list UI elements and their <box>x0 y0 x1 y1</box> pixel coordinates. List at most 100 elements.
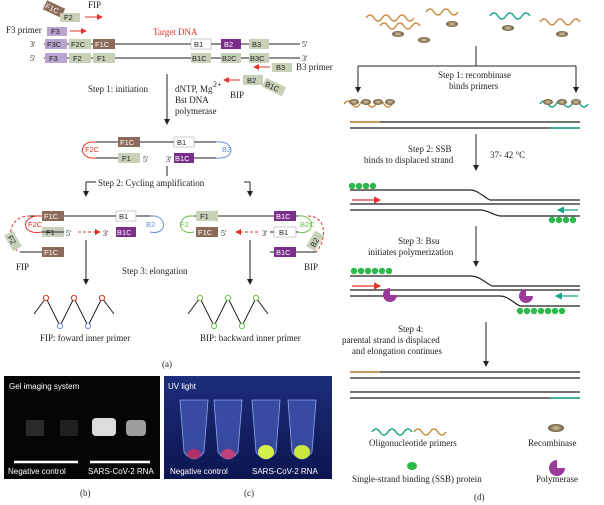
left-b1c: B1C <box>117 228 132 237</box>
temp-label: 37- 42 °C <box>490 150 525 160</box>
dumbbell-f1c: F1C <box>120 138 135 147</box>
b2-box: B2 <box>224 40 233 49</box>
enzyme-line2: Bst DNA <box>175 95 209 105</box>
legend-recombinase-icon <box>548 424 564 432</box>
left-f2: F2 <box>6 234 18 246</box>
bip-definition: BIP: backward inner primer <box>200 333 301 343</box>
rpa-step2-line1: Step 2: SSB <box>408 144 452 154</box>
template-bottom-strand: 5' F3 F2 F1 B1C B2C B3C 3' <box>30 53 308 63</box>
bip-loop-structure: F1 B1C F2 B2C F1C 5' 3' B1 B2 B1C BIP <box>180 211 324 272</box>
f3-box-label: F3 <box>51 27 60 36</box>
polymerization-strand <box>350 267 580 315</box>
f2c-box: F2C <box>71 40 86 49</box>
uv-tubes <box>179 399 317 460</box>
right-f2: F2 <box>180 220 189 229</box>
f3-primer-label: F3 primer <box>6 25 42 35</box>
right-b1: B1 <box>279 228 288 237</box>
b1c-bottom-box: B1C <box>192 54 207 63</box>
panel-a: F1C F2 FIP F3 primer F3 Target DNA 3' F3… <box>4 0 333 369</box>
rpa-step1-line1: Step 1: recombinase <box>438 70 511 80</box>
dumbbell-b2: B2 <box>222 145 231 154</box>
left-fip-label: FIP <box>16 262 29 272</box>
free-primers <box>365 8 581 43</box>
uv-negative-label: Negative control <box>170 467 228 476</box>
f1-bottom-box: F1 <box>97 54 106 63</box>
rpa-products <box>350 371 580 399</box>
legend-polymerase-label: Polymerase <box>536 474 578 484</box>
left-f2c: F2C <box>28 220 43 229</box>
step1-label: Step 1: initiation <box>88 84 148 94</box>
enzyme-line3: polymerase <box>175 106 216 116</box>
right-f1c: F1C <box>198 228 213 237</box>
fip-f2-label: F2 <box>64 13 73 22</box>
panel-b: Gel imaging system Negative control SARS… <box>4 376 160 498</box>
fip-definition: FIP: foward inner primer <box>40 333 130 343</box>
rpa-step1-line2: binds primers <box>449 81 499 91</box>
zigzag-right <box>187 294 269 330</box>
rpa-step4-line1: Step 4: <box>398 324 423 334</box>
ssb-strand <box>348 182 580 224</box>
fip-label: FIP <box>88 0 101 10</box>
top-3prime: 3' <box>30 40 36 49</box>
right-5prime: 5' <box>221 229 227 238</box>
left-3prime: 3' <box>103 229 109 238</box>
f3c-box: F3C <box>47 40 62 49</box>
dumbbell-structure: F1C B1 F2C B2 F1 5' 3' B1C <box>82 136 232 164</box>
fip-loop-structure: F1C B1 F2C F1 5' 3' B1C B2 F2 F1C FIP <box>4 210 164 272</box>
uv-title: UV light <box>168 382 197 391</box>
b3-primer-label: B3 primer <box>296 62 333 72</box>
top-5prime: 5' <box>302 40 308 49</box>
legend-polymerase-icon <box>549 460 565 476</box>
bottom-3prime: 3' <box>302 54 308 63</box>
step3-label: Step 3: elongation <box>122 266 188 276</box>
rpa-step4-line2: parental strand is displaced <box>342 335 440 345</box>
panel-b-caption: (b) <box>80 488 91 498</box>
rpa-step3-line1: Step 3: Bsu <box>398 236 440 246</box>
right-f1: F1 <box>200 212 209 221</box>
left-f1c: F1C <box>44 212 59 221</box>
b2c-bottom-box: B2C <box>222 54 237 63</box>
f2-bottom-box: F2 <box>73 54 82 63</box>
panel-d: Step 1: recombinase binds primers Step 2… <box>342 8 589 502</box>
panel-d-caption: (d) <box>474 492 485 502</box>
dumbbell-f1: F1 <box>122 154 131 163</box>
legend-recombinase-label: Recombinase <box>528 438 577 448</box>
enzyme-line1: dNTP, Mg <box>175 84 213 94</box>
legend-primer-green-icon <box>371 428 413 436</box>
fip-primer: F1C F2 FIP <box>42 0 103 22</box>
left-b2: B2 <box>146 220 155 229</box>
left-f1c-2: F1C <box>44 248 59 257</box>
legend-primers-label: Oligonucleotide primers <box>369 438 457 448</box>
dumbbell-b1: B1 <box>177 138 186 147</box>
step2-label: Step 2: Cycling amplification <box>98 178 205 188</box>
left-5prime: 5' <box>66 229 72 238</box>
panel-c: UV light Negative control SARS-CoV-2 RNA… <box>164 376 332 498</box>
dumbbell-5prime: 5' <box>143 155 149 164</box>
gel-title: Gel imaging system <box>9 382 80 391</box>
dumbbell-b1c: B1C <box>175 154 190 163</box>
rpa-step2-line2: binds to displaced strand <box>364 155 454 165</box>
legend-ssb-icon <box>407 462 417 470</box>
right-b1c: B1C <box>276 212 291 221</box>
uv-positive-label: SARS-CoV-2 RNA <box>252 467 318 476</box>
b1-box: B1 <box>194 40 203 49</box>
dumbbell-3prime: 3' <box>166 155 172 164</box>
legend-ssb-label: Single-strand binding (SSB) protein <box>352 474 482 484</box>
template-top-strand: 3' F3C F2C F1C B1 B2 B3 5' <box>30 38 308 50</box>
gel-negative-label: Negative control <box>8 467 66 476</box>
recombinase-complex <box>343 99 589 108</box>
gel-positive-label: SARS-CoV-2 RNA <box>88 467 154 476</box>
right-b1c-2: B1C <box>276 248 291 257</box>
legend-primer-orange-icon <box>413 428 447 436</box>
bip-label: BIP <box>230 90 244 100</box>
left-b1: B1 <box>119 212 128 221</box>
target-dna-label: Target DNA <box>153 27 198 37</box>
b3-primer-box: B3 <box>276 63 285 72</box>
right-b2: B2 <box>309 236 321 248</box>
panel-a-caption: (a) <box>162 359 172 369</box>
bottom-5prime: 5' <box>30 54 36 63</box>
rpa-step4-line3: and elongation continues <box>352 346 442 356</box>
zigzag-left <box>33 294 115 330</box>
